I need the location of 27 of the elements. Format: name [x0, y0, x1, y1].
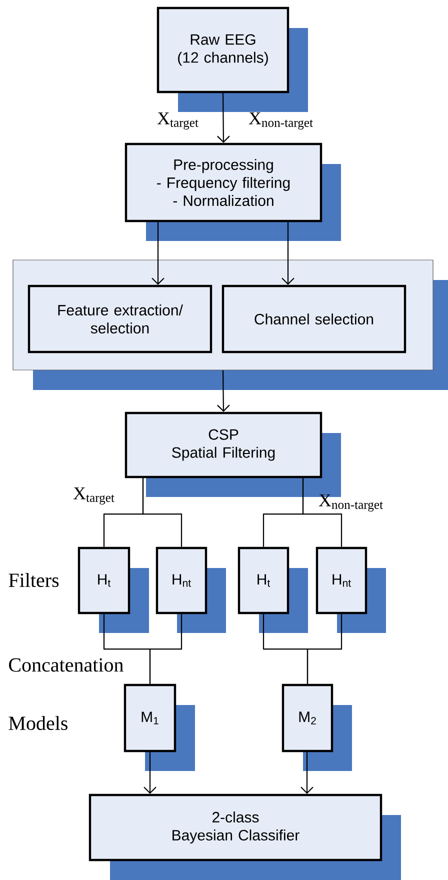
- arrow: [282, 222, 294, 285]
- process-box: Channel selection: [222, 284, 406, 354]
- arrow: [144, 752, 156, 794]
- filter-box: H$_{nt}$: [156, 546, 226, 633]
- process-box: Raw EEG (12 channels): [156, 6, 308, 112]
- signal-label: $\text{X}_{\text{target}}$: [157, 112, 198, 130]
- process-box: Pre-processing - Frequency filtering - Normalization: [124, 142, 341, 241]
- filter-box: H$_{t}$: [78, 546, 149, 633]
- connector-line: [302, 478, 342, 547]
- process-box: Feature extraction/ selection: [28, 284, 212, 354]
- signal-label: $\text{X}_{\text{non-target}}$: [318, 494, 383, 512]
- connector-line: [149, 614, 182, 684]
- arrow: [152, 222, 164, 285]
- model-box: M$_{2}$: [282, 684, 352, 771]
- connector-line: [142, 478, 182, 547]
- signal-label: $\text{X}_{\text{target}}$: [73, 487, 114, 505]
- arrow: [217, 370, 230, 412]
- row-label: Models: [8, 716, 68, 730]
- connector-line: [306, 614, 342, 684]
- arrow: [300, 752, 314, 794]
- row-label: Concatenation: [9, 658, 124, 672]
- filter-box: H$_{nt}$: [316, 546, 386, 633]
- classifier-box: 2-class Bayesian Classifier: [88, 794, 401, 880]
- filter-box: H$_{t}$: [238, 546, 308, 633]
- model-box: M$_{1}$: [124, 684, 195, 771]
- row-label: Filters: [8, 572, 59, 588]
- arrow: [217, 93, 230, 143]
